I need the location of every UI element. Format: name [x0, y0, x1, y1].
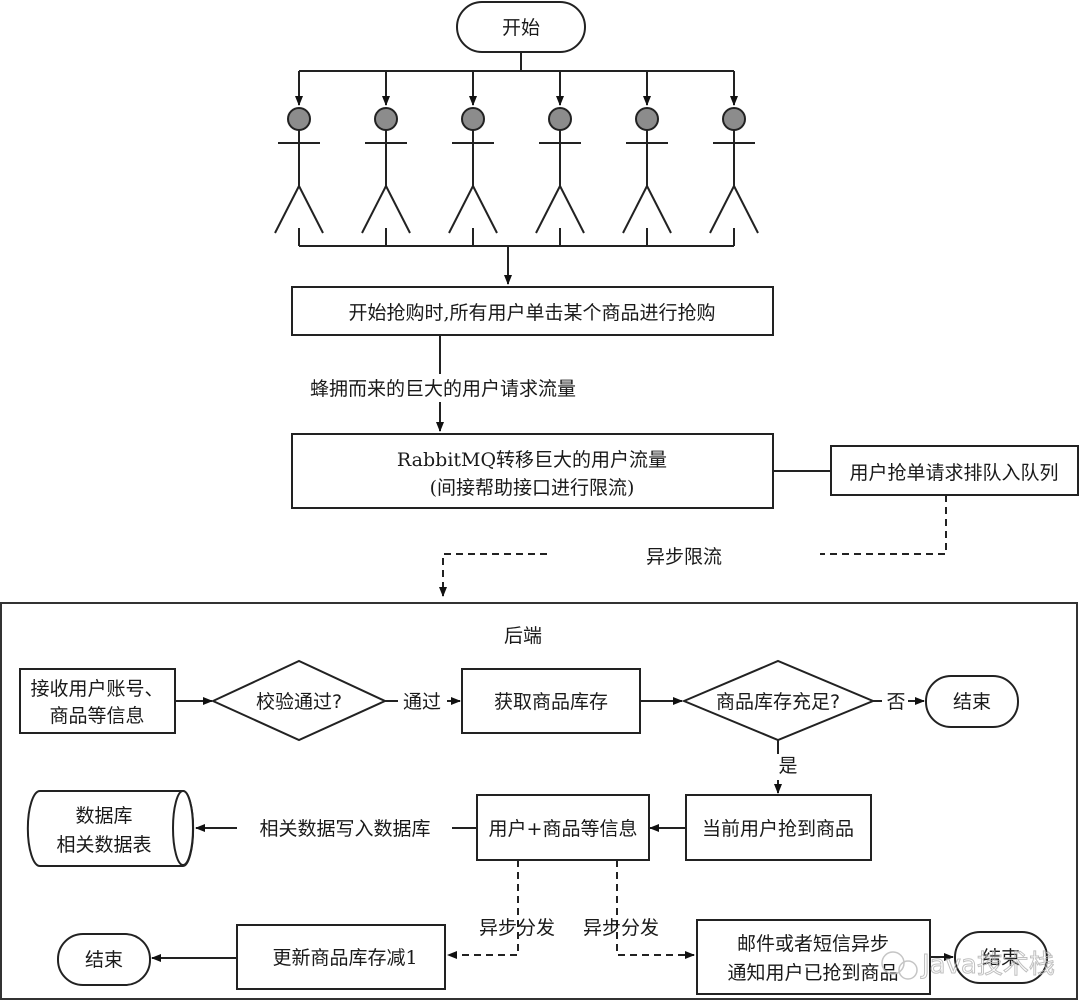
async-dispatch-left-connector: [447, 860, 519, 959]
start-node: 开始: [456, 1, 586, 53]
update-stock-box: 更新商品库存减1: [236, 924, 446, 990]
backend-container: 后端: [0, 602, 1078, 1000]
stock-decision: 商品库存充足?: [681, 659, 876, 742]
user-figure: [361, 71, 411, 246]
get-stock-box: 获取商品库存: [461, 668, 641, 734]
stock-decision-label: 商品库存充足?: [716, 691, 840, 713]
async-dispatch-left-label: 异步分发: [479, 917, 555, 939]
wechat-icon: [881, 951, 905, 975]
traffic-label: 蜂拥而来的巨大的用户请求流量: [310, 378, 576, 400]
user-figure: [622, 71, 672, 246]
end-node-3: 结束: [954, 931, 1048, 984]
async-dispatch-right-connector: [616, 860, 695, 959]
user-leg-right: [559, 185, 585, 234]
fan-out-connector: [299, 52, 734, 72]
watermark-text: Java技术栈: [920, 950, 1055, 980]
user-figure: [274, 71, 324, 246]
user-leg-right: [646, 185, 672, 234]
queue-box: 用户抢单请求排队入队列: [830, 445, 1079, 496]
got-item-label: 当前用户抢到商品: [702, 818, 854, 840]
async-dispatch-right-label: 异步分发: [583, 917, 659, 939]
user-leg-left: [709, 185, 735, 234]
end3-label: 结束: [982, 947, 1020, 969]
user-leg-left: [274, 185, 300, 234]
user-info-box: 用户+商品等信息: [476, 794, 650, 861]
user-head: [287, 107, 311, 131]
notify-box: 邮件或者短信异步 通知用户已抢到商品: [696, 919, 931, 995]
user-head: [374, 107, 398, 131]
db-label-1: 数据库: [75, 805, 132, 827]
user-head: [548, 107, 572, 131]
user-figure: [448, 71, 498, 246]
user-leg-right: [385, 185, 411, 234]
user-leg-right: [733, 185, 759, 234]
user-leg-right: [472, 185, 498, 234]
watermark: Java技术栈: [881, 950, 1055, 981]
fan-in-connector: [299, 245, 734, 285]
end-node-2: 结束: [57, 933, 151, 986]
user-leg-left: [622, 185, 648, 234]
user-info-label: 用户+商品等信息: [489, 818, 638, 840]
rabbitmq-box: RabbitMQ转移巨大的用户流量 (间接帮助接口进行限流): [291, 433, 774, 509]
notify-label-1: 邮件或者短信异步: [737, 933, 889, 955]
pass-label: 通过: [403, 691, 441, 713]
receive-label-1: 接收用户账号、: [30, 678, 163, 700]
async-limit-label: 异步限流: [646, 546, 722, 568]
end1-label: 结束: [953, 691, 991, 713]
queue-label: 用户抢单请求排队入队列: [849, 462, 1058, 484]
rabbitmq-label-2: (间接帮助接口进行限流): [430, 477, 635, 499]
user-leg-left: [448, 185, 474, 234]
yes-label: 是: [778, 755, 797, 777]
no-label: 否: [886, 691, 905, 713]
update-stock-label: 更新商品库存减1: [272, 947, 417, 969]
validate-label: 校验通过?: [256, 691, 342, 713]
start-label: 开始: [502, 17, 540, 39]
user-leg-left: [535, 185, 561, 234]
validate-decision: 校验通过?: [210, 659, 388, 742]
user-head: [722, 107, 746, 131]
db-label-2: 相关数据表: [56, 834, 151, 856]
backend-title: 后端: [504, 625, 542, 647]
async-limit-connector: [439, 495, 947, 597]
rabbitmq-label-1: RabbitMQ转移巨大的用户流量: [397, 449, 667, 471]
notify-label-2: 通知用户已抢到商品: [727, 962, 898, 984]
user-figure: [709, 71, 759, 246]
end2-label: 结束: [85, 949, 123, 971]
got-item-box: 当前用户抢到商品: [685, 794, 872, 861]
end-node-1: 结束: [925, 675, 1019, 728]
click-step-box: 开始抢购时,所有用户单击某个商品进行抢购: [291, 286, 774, 336]
get-stock-label: 获取商品库存: [494, 691, 608, 713]
user-head: [635, 107, 659, 131]
users-group: [274, 71, 759, 246]
click-step-label: 开始抢购时,所有用户单击某个商品进行抢购: [348, 302, 715, 324]
user-leg-left: [361, 185, 387, 234]
user-head: [461, 107, 485, 131]
user-leg-right: [298, 185, 324, 234]
write-db-label: 相关数据写入数据库: [259, 818, 430, 840]
user-figure: [535, 71, 585, 246]
receive-info-box: 接收用户账号、 商品等信息: [19, 668, 176, 734]
receive-label-2: 商品等信息: [49, 705, 144, 727]
database-node: 数据库 相关数据表: [26, 790, 195, 867]
